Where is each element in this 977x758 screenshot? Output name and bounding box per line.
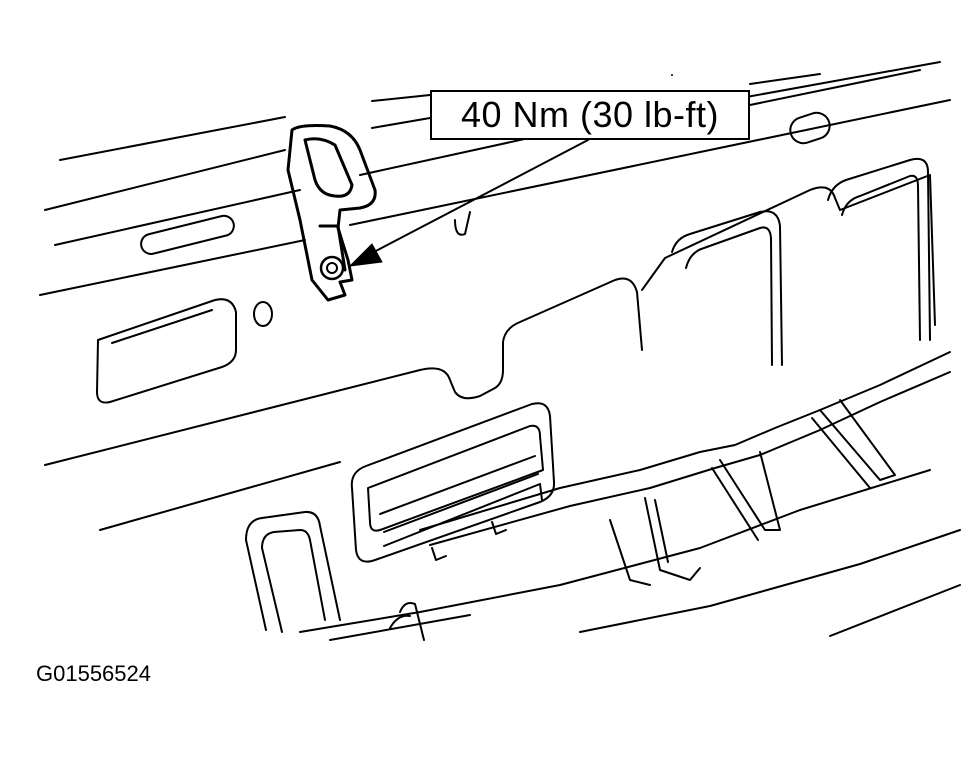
speck-mark: [671, 74, 673, 76]
latch-strap: [288, 126, 375, 301]
top-edge-lines: [40, 62, 950, 295]
slot-holes: [139, 109, 833, 326]
handle-recess: [352, 403, 554, 561]
torque-callout-text: 40 Nm (30 lb-ft): [460, 94, 720, 135]
bolt-icon: [319, 255, 345, 281]
callout-leader-arrow: [350, 140, 588, 266]
support-cable: [420, 352, 950, 585]
left-recess: [97, 299, 236, 402]
bottom-edge: [300, 470, 960, 640]
lower-left-panel: [246, 512, 340, 632]
torque-callout-box: 40 Nm (30 lb-ft): [430, 90, 750, 140]
tailgate-panel: [45, 159, 935, 530]
figure-id-label: G01556524: [36, 661, 151, 686]
